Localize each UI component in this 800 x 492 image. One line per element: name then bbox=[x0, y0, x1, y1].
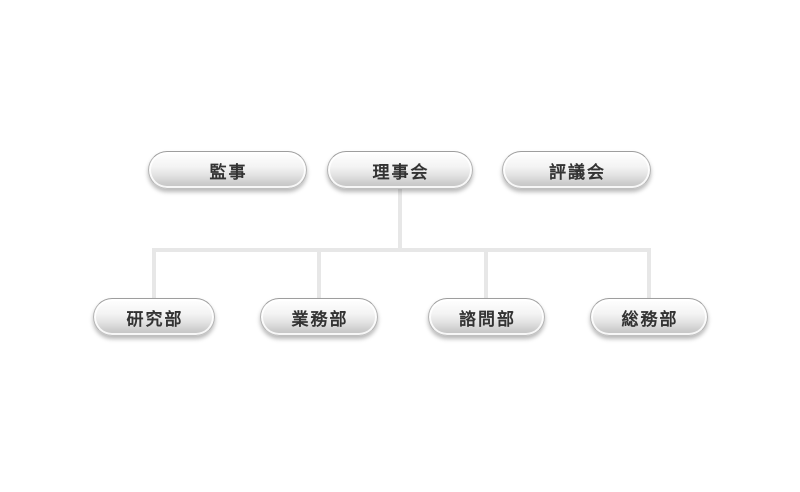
node-advisory-dept: 諮問部 bbox=[428, 298, 545, 336]
connector-drop-advisory-dept bbox=[484, 248, 488, 298]
node-research-dept: 研究部 bbox=[93, 298, 215, 336]
connector-horizontal-bar bbox=[152, 248, 651, 252]
node-board-of-directors: 理事会 bbox=[327, 151, 473, 189]
node-general-affairs-dept: 総務部 bbox=[590, 298, 708, 336]
connector-drop-operations-dept bbox=[317, 248, 321, 298]
connector-drop-general-affairs bbox=[647, 248, 651, 298]
connector-drop-research-dept bbox=[152, 248, 156, 298]
connector-stem-board bbox=[398, 189, 402, 250]
node-operations-dept: 業務部 bbox=[260, 298, 378, 336]
node-council: 評議会 bbox=[502, 151, 651, 189]
node-auditor: 監事 bbox=[148, 151, 307, 189]
